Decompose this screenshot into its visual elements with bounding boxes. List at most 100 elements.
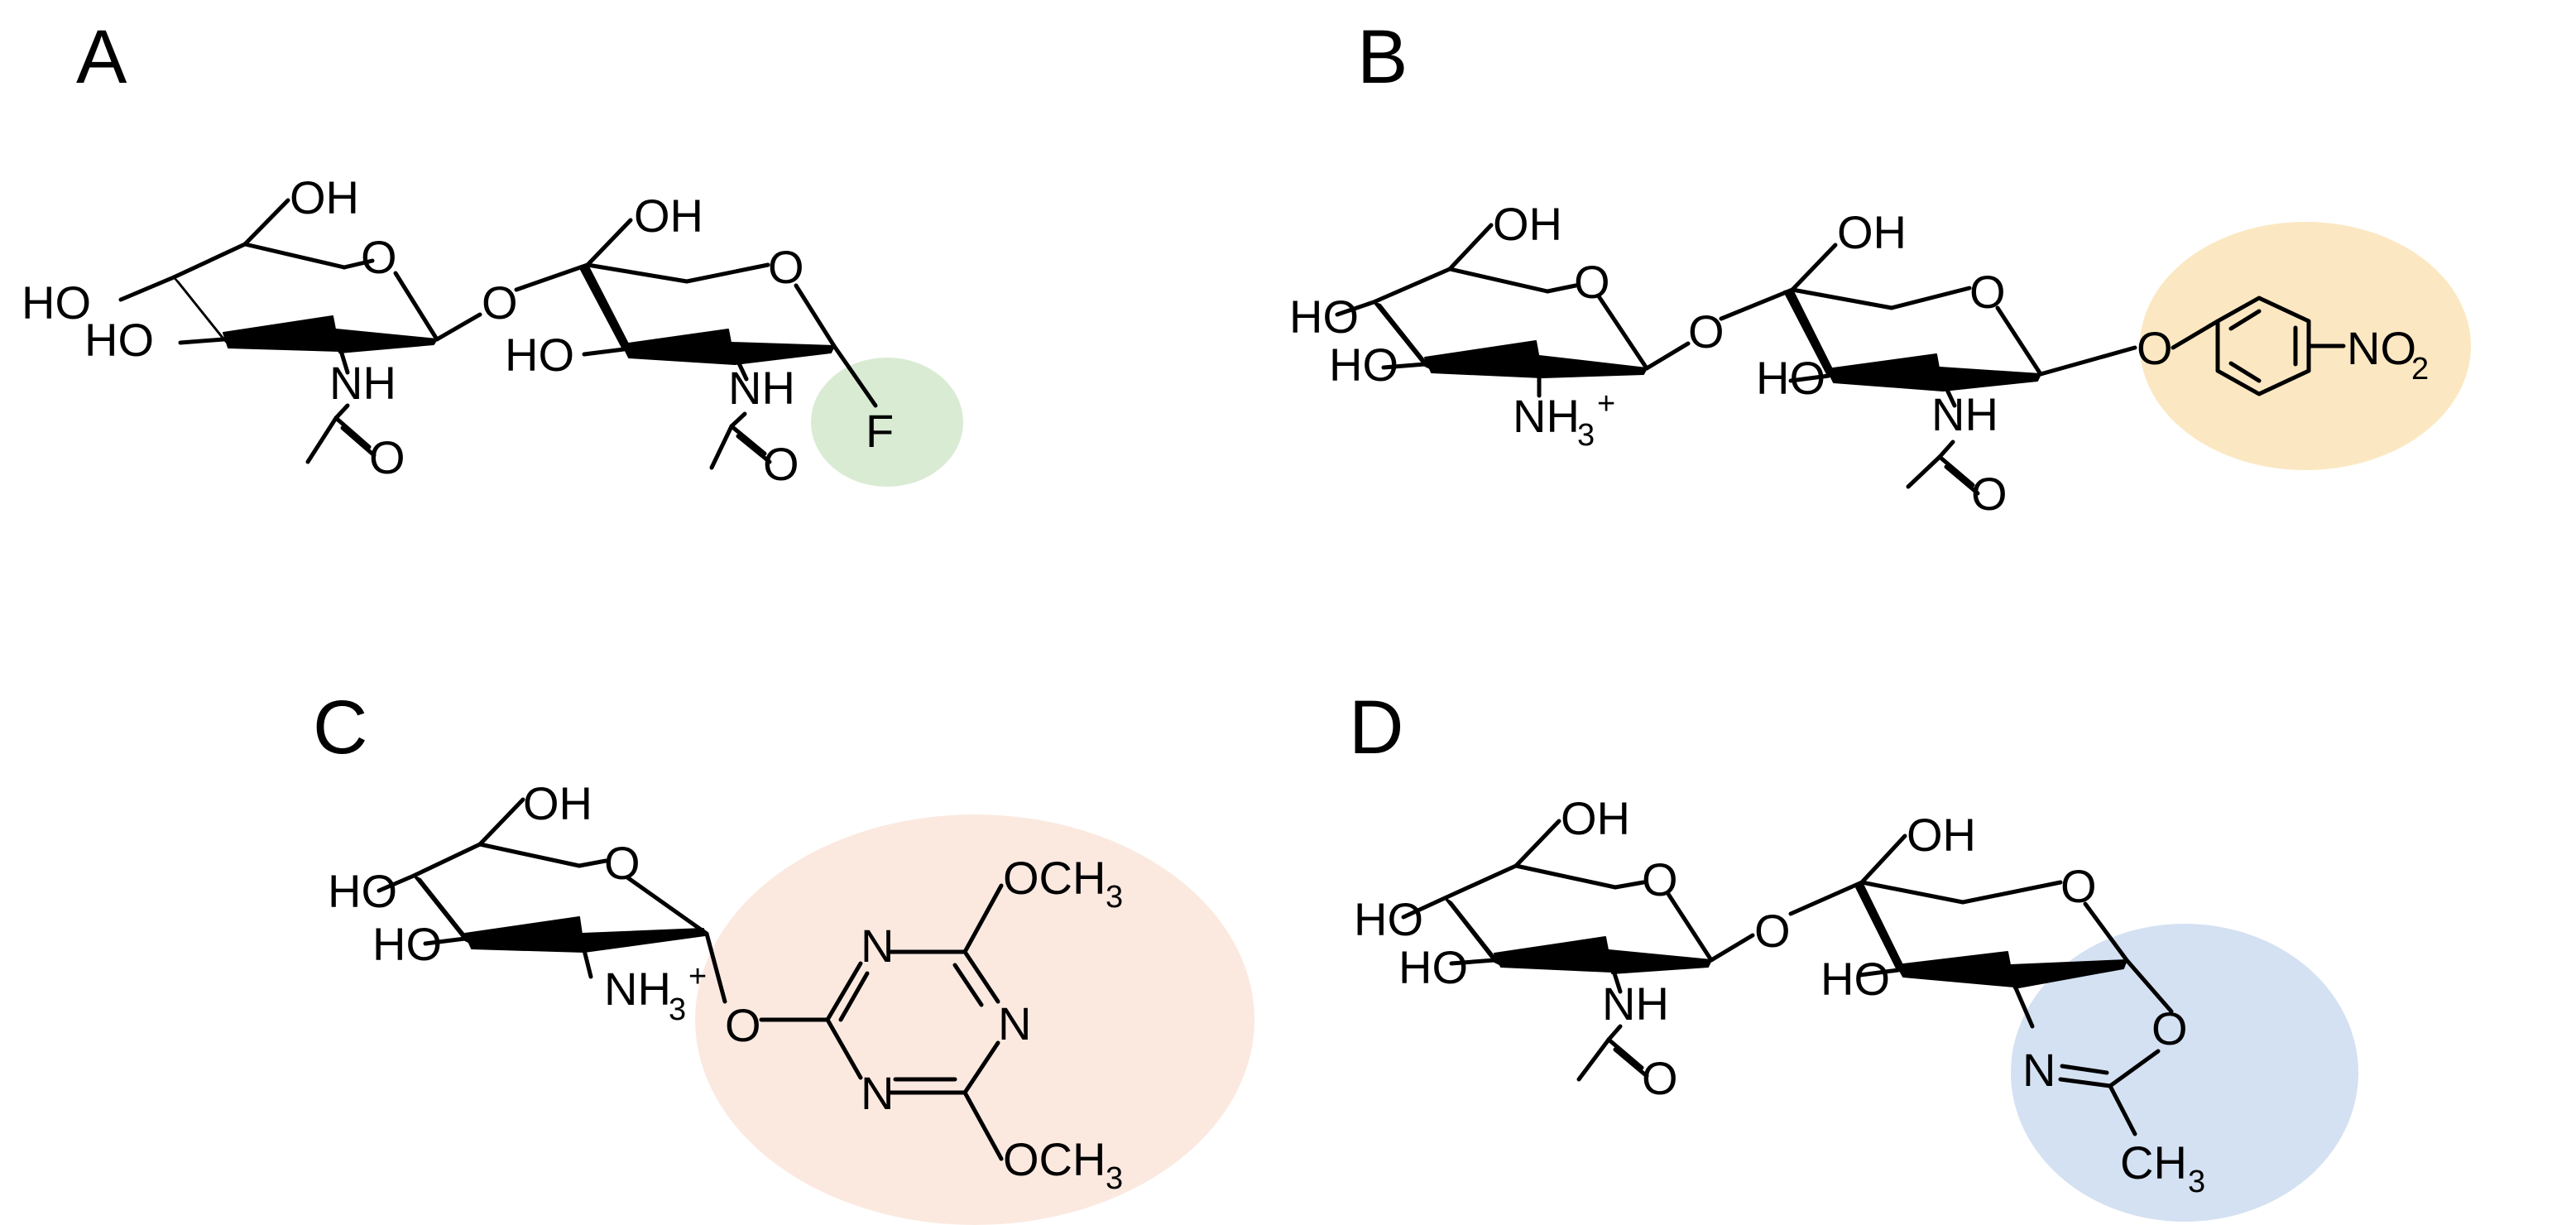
bond bbox=[1606, 953, 1623, 994]
bond-wedge bbox=[621, 329, 736, 365]
label-charge: + bbox=[1597, 387, 1615, 421]
bond bbox=[1513, 819, 1561, 868]
panel-a: A OH HO HO O NH O O bbox=[22, 15, 963, 490]
ring-d2: OH O HO N O CH 3 bbox=[1788, 809, 2205, 1199]
label-oh: OH bbox=[1561, 792, 1630, 844]
label-nh: NH bbox=[1602, 978, 1669, 1030]
bond-double bbox=[952, 963, 984, 1007]
ring-d1: OH HO HO O NH O bbox=[1354, 792, 1755, 1104]
bond bbox=[736, 434, 772, 464]
panel-letter-c: C bbox=[313, 685, 367, 770]
bond-wedge bbox=[1896, 951, 2015, 987]
bond bbox=[1858, 968, 1901, 978]
bond bbox=[2038, 345, 2137, 377]
bond bbox=[333, 332, 350, 375]
panel-letter-a: A bbox=[76, 15, 127, 99]
label-nitrogen: N bbox=[861, 1067, 894, 1119]
bond bbox=[434, 312, 482, 342]
bond bbox=[625, 875, 709, 936]
bond bbox=[1790, 243, 1838, 292]
label-ho: HO bbox=[1398, 941, 1468, 993]
bond bbox=[1666, 891, 1714, 963]
triazine-group: O N N N OCH 3 OCH 3 bbox=[725, 852, 1123, 1196]
bond bbox=[1644, 341, 1691, 371]
label-subscript: 3 bbox=[2188, 1165, 2205, 1199]
panel-d: D OH HO HO O NH O O bbox=[1349, 685, 2358, 1222]
bond bbox=[1790, 287, 1894, 310]
label-oh: OH bbox=[290, 171, 359, 223]
label-ring-oxygen: O bbox=[1969, 266, 2006, 318]
bond bbox=[1937, 454, 1975, 488]
label-nh: NH bbox=[1931, 388, 1998, 440]
label-ho: HO bbox=[1354, 893, 1423, 945]
label-subscript: 3 bbox=[1106, 1161, 1123, 1196]
bond bbox=[1596, 294, 1649, 371]
bond-wedge bbox=[1826, 353, 1944, 392]
ring-b1: OH HO HO O NH 3 + bbox=[1289, 198, 1691, 453]
label-ho: HO bbox=[1289, 291, 1359, 343]
bond-wedge bbox=[1494, 936, 1613, 973]
bond bbox=[2058, 1077, 2113, 1088]
bond bbox=[1606, 1037, 1644, 1070]
bond bbox=[1859, 880, 1965, 905]
bond bbox=[582, 347, 626, 357]
ring-a1: OH HO HO O NH O bbox=[22, 171, 482, 483]
label-nh: NH bbox=[728, 362, 795, 414]
bond bbox=[1937, 372, 1957, 408]
label-glycosidic-oxygen: O bbox=[1754, 905, 1791, 957]
bond bbox=[1937, 440, 1955, 459]
panel-letter-b: B bbox=[1357, 15, 1408, 99]
label-ring-oxygen: O bbox=[604, 837, 640, 889]
bond bbox=[729, 424, 767, 456]
bond bbox=[1613, 1047, 1649, 1078]
bond bbox=[2008, 974, 2035, 1029]
bond bbox=[729, 345, 749, 382]
bond bbox=[1442, 863, 1518, 901]
bond bbox=[832, 343, 878, 408]
label-carbonyl-oxygen: O bbox=[763, 438, 799, 490]
bond bbox=[242, 198, 290, 247]
bond bbox=[377, 873, 416, 893]
bond bbox=[118, 275, 176, 302]
bond bbox=[2124, 958, 2174, 1014]
panel-b: B OH HO HO O NH 3 + O bbox=[1289, 15, 2471, 520]
bond bbox=[1447, 267, 1550, 294]
fluoride-highlight bbox=[811, 358, 963, 487]
bond bbox=[2171, 319, 2220, 350]
label-ring-oxygen: O bbox=[361, 231, 397, 283]
label-subscript: 3 bbox=[1106, 880, 1123, 915]
label-nh: NH bbox=[1513, 390, 1580, 442]
bond-wedge bbox=[173, 276, 229, 345]
bond-wedge bbox=[464, 916, 585, 953]
benzene-ring bbox=[2215, 295, 2311, 396]
label-ring-oxygen: O bbox=[768, 241, 804, 293]
panel-c: C OH HO HO O NH 3 + O bbox=[313, 685, 1254, 1225]
label-subscript: 3 bbox=[669, 992, 686, 1027]
bond bbox=[333, 403, 350, 420]
label-methyl: CH bbox=[2120, 1136, 2187, 1189]
label-ho: HO bbox=[1329, 339, 1398, 391]
bond bbox=[684, 262, 770, 284]
label-glycosidic-oxygen: O bbox=[482, 276, 518, 329]
bond bbox=[1788, 373, 1831, 383]
label-oxazoline-nitrogen: N bbox=[2022, 1044, 2056, 1096]
bond bbox=[1335, 300, 1376, 317]
bond bbox=[423, 936, 468, 946]
label-nitro: NO bbox=[2347, 322, 2416, 374]
bond bbox=[1709, 933, 1755, 963]
nitrophenyl-highlight bbox=[2140, 222, 2471, 470]
bond bbox=[1960, 880, 2063, 905]
bond bbox=[1371, 267, 1452, 305]
bond bbox=[704, 931, 727, 1004]
bond bbox=[2108, 1083, 2137, 1136]
label-carbonyl-oxygen: O bbox=[369, 431, 405, 483]
label-oh: OH bbox=[1837, 206, 1907, 258]
bond-double bbox=[2060, 1064, 2109, 1075]
label-glycosidic-oxygen: O bbox=[1688, 305, 1725, 358]
bond bbox=[242, 242, 347, 270]
bond bbox=[2083, 901, 2129, 963]
label-nitrogen: N bbox=[998, 997, 1031, 1050]
label-nh: NH bbox=[604, 963, 671, 1015]
label-ho: HO bbox=[1756, 352, 1825, 404]
